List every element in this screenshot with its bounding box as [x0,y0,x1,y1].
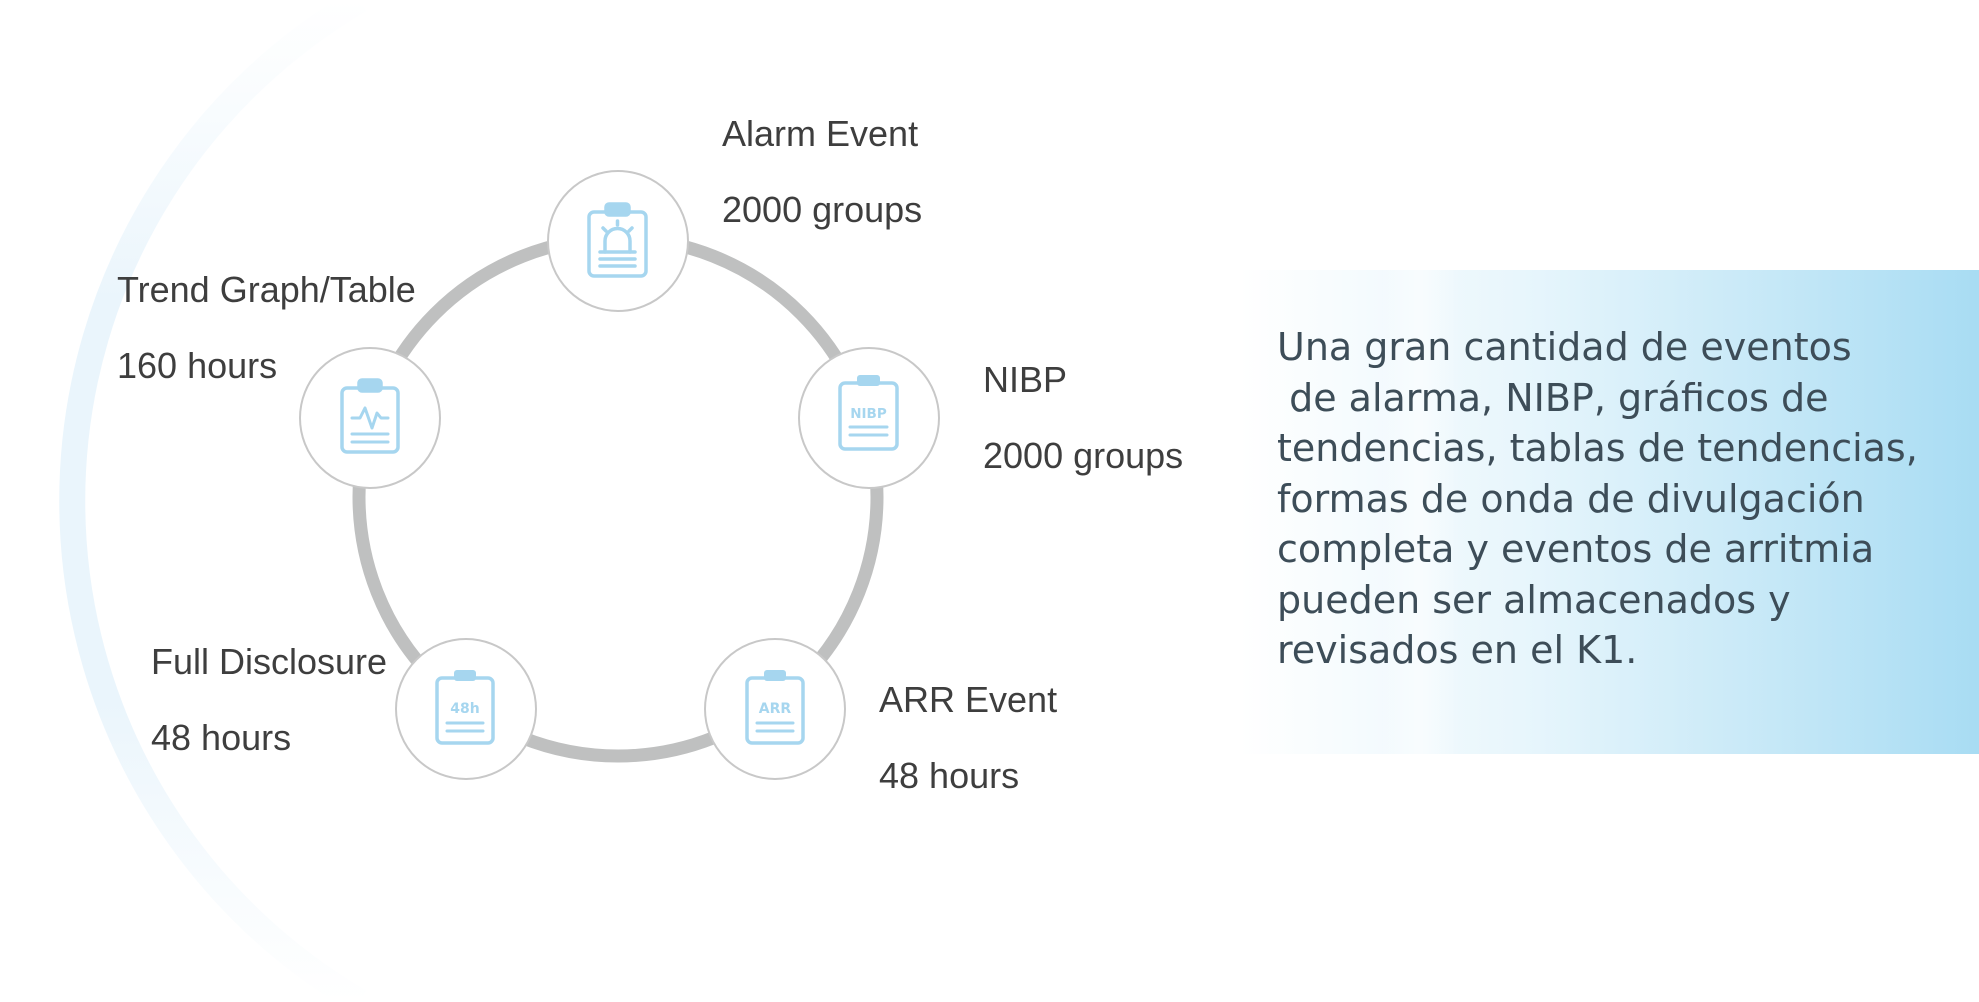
48h-badge: 48h [450,701,479,717]
node-trend-graph [299,347,441,489]
alarm-event-value: 2000 groups [722,189,923,230]
label-nibp: NIBP 2000 groups [983,358,1183,478]
arr-event-title: ARR Event [879,679,1058,720]
description-text: Una gran cantidad de eventos de alarma, … [1277,325,1918,672]
nibp-clipboard-icon: NIBP [838,375,899,451]
panel-sheen [1380,270,1460,754]
label-alarm-event: Alarm Event 2000 groups [722,112,922,232]
arr-clipboard-icon: ARR [745,670,805,745]
node-arr-event: ARR [704,638,846,780]
arr-badge: ARR [759,701,792,717]
48h-clipboard-icon: 48h [435,670,495,745]
full-disclosure-value: 48 hours [151,717,292,758]
label-full-disclosure: Full Disclosure 48 hours [151,640,387,760]
trend-graph-title: Trend Graph/Table [117,269,416,310]
node-alarm-event [547,170,689,312]
nibp-title: NIBP [983,359,1068,400]
trend-graph-value: 160 hours [117,345,278,386]
trend-clipboard-icon [340,378,400,454]
label-trend-graph: Trend Graph/Table 160 hours [117,268,416,388]
alarm-light-clipboard-icon [587,202,648,278]
node-full-disclosure: 48h [395,638,537,780]
alarm-event-title: Alarm Event [722,113,919,154]
full-disclosure-title: Full Disclosure [151,641,388,682]
arr-event-value: 48 hours [879,755,1020,796]
background-arc [59,0,367,1002]
nibp-badge: NIBP [850,406,887,422]
label-arr-event: ARR Event 48 hours [879,678,1057,798]
description-panel [1240,270,1979,754]
node-nibp: NIBP [798,347,940,489]
nibp-value: 2000 groups [983,435,1184,476]
